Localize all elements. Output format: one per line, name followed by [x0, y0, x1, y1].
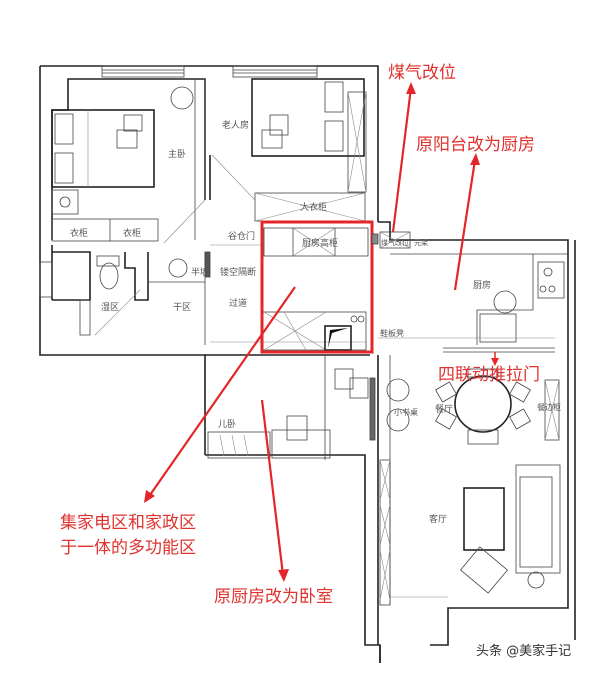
- elder-room: 老人房 大衣柜: [209, 78, 367, 222]
- master-bedroom: 主卧 衣柜 衣柜: [51, 79, 206, 244]
- annotation-multi-function-line2: 于一体的多功能区: [60, 538, 196, 558]
- multi-function-zone: 厨房高柜: [260, 220, 374, 354]
- watermark: 头条 @美家手记: [476, 644, 572, 659]
- room-label-elder-room: 老人房: [222, 119, 249, 131]
- kitchen: 煤气改位 元架 厨房 鞋板凳: [371, 231, 568, 353]
- annotation-sliding-door: 四联动推拉门: [438, 365, 540, 385]
- annotation-balcony-to-kitchen: 原阳台改为厨房: [416, 135, 535, 155]
- arrow-head-gas: [406, 82, 416, 94]
- room-label-clothes-cabinet-2: 衣柜: [123, 227, 141, 239]
- dining-living: 小书桌 餐厅 餐边柜 客厅: [377, 355, 561, 645]
- room-label-gas-relocated: 煤气改位: [381, 238, 409, 247]
- room-label-storage-door: 谷仓门: [228, 230, 255, 242]
- room-label-kitchen-rack: 元架: [414, 239, 428, 247]
- annotation-gas-relocation: 煤气改位: [388, 63, 456, 83]
- corridor: 半墙 镂空隔断 过道 谷仓门: [191, 230, 365, 343]
- room-label-master-bedroom: 主卧: [168, 148, 186, 160]
- bathroom: 湿区 干区: [39, 251, 211, 345]
- room-label-clothes-cabinet: 衣柜: [70, 227, 88, 239]
- arrow-head-kitchen-bedroom: [278, 569, 289, 582]
- highlight-box: [260, 220, 374, 354]
- child-room: 儿卧: [205, 354, 376, 460]
- room-label-kitchen-tall-cabinet: 厨房高柜: [302, 237, 338, 249]
- arrow-head-balcony: [470, 153, 480, 165]
- room-label-hollow-partition: 镂空隔断: [220, 266, 256, 278]
- room-label-child-room: 儿卧: [218, 418, 236, 430]
- arrow-head-sliding-door: [491, 358, 499, 366]
- annotation-multi-function-line1: 集家电区和家政区: [60, 513, 196, 533]
- room-label-half-wall: 半墙: [191, 266, 209, 278]
- room-label-shoe-cabinet: 鞋板凳: [380, 328, 404, 338]
- annotation-kitchen-to-bedroom: 原厨房改为卧室: [214, 587, 333, 607]
- room-label-dry-zone: 干区: [173, 302, 191, 313]
- room-label-dining: 餐厅: [435, 403, 453, 415]
- room-label-large-wardrobe: 大衣柜: [300, 201, 327, 213]
- arrow-head-multi-function: [144, 490, 155, 503]
- room-label-kitchen: 厨房: [473, 279, 491, 291]
- annotation-arrows: [144, 82, 499, 582]
- room-label-dining-cabinet: 餐边柜: [537, 402, 561, 412]
- room-label-corridor: 过道: [229, 297, 247, 309]
- room-label-small-desk: 小书桌: [394, 407, 418, 417]
- room-label-living-room: 客厅: [429, 513, 447, 525]
- room-label-wet-zone: 湿区: [101, 302, 119, 313]
